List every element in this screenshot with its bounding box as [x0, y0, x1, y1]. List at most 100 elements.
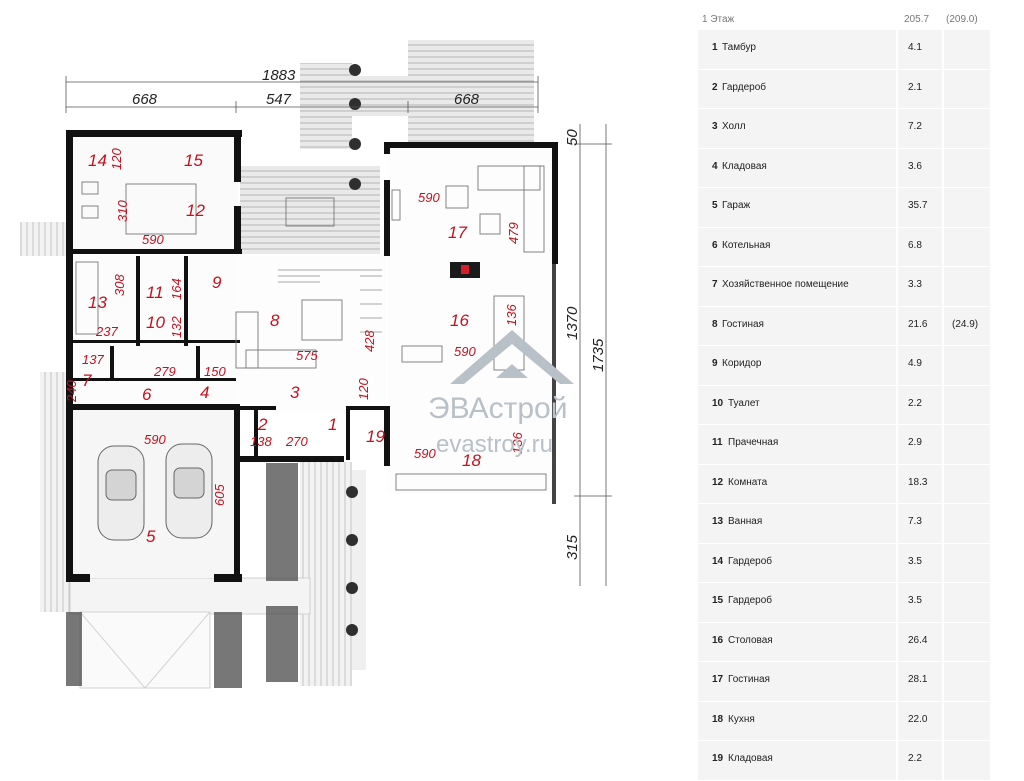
room-area: 3.3 — [908, 279, 922, 290]
room-area: 18.3 — [908, 476, 928, 488]
room-name: Столовая — [728, 634, 773, 646]
room-number: 15 — [712, 595, 724, 606]
name-cell — [698, 425, 896, 464]
dim-offset-bottom: 315 — [564, 534, 581, 560]
room-dim-164: 164 — [169, 278, 184, 300]
room-number: 13 — [712, 516, 724, 527]
alt-area-cell — [944, 622, 990, 661]
furniture — [75, 165, 547, 491]
room-dim-590-bedroom: 590 — [142, 232, 164, 247]
room-number: 16 — [712, 634, 724, 646]
name-cell — [698, 543, 896, 582]
room-label-16: 16 — [450, 311, 469, 330]
room-name: Ванная — [728, 516, 763, 527]
room-name: Котельная — [722, 239, 771, 251]
name-cell — [698, 188, 896, 227]
room-label-10: 10 — [146, 313, 165, 332]
room-name: Холл — [722, 121, 746, 132]
room-label-6: 6 — [142, 385, 152, 404]
room-dim-150: 150 — [204, 364, 226, 379]
room-name: Гардероб — [728, 595, 772, 606]
table-row: 13 Ванная 7.3 — [698, 504, 992, 544]
room-area: 2.9 — [908, 437, 922, 448]
room-name: Коридор — [722, 358, 762, 369]
area-cell — [898, 346, 942, 385]
room-label-19: 19 — [366, 427, 385, 446]
room-dim-308: 308 — [112, 274, 127, 296]
room-area: 3.6 — [908, 160, 922, 172]
name-cell — [698, 464, 896, 503]
room-label-18: 18 — [462, 451, 481, 470]
room-dim-270: 270 — [285, 434, 308, 449]
dim-middle-width: 547 — [266, 91, 292, 108]
area-cell — [898, 30, 942, 69]
alt-area-cell — [944, 741, 990, 780]
room-dim-590-dining: 590 — [454, 344, 476, 359]
name-cell — [698, 109, 896, 148]
room-area: 7.3 — [908, 516, 922, 527]
name-cell — [698, 69, 896, 108]
room-area: 26.4 — [908, 634, 928, 646]
room-number: 5 — [712, 200, 718, 211]
room-area: 2.1 — [908, 81, 922, 93]
room-number: 1 — [712, 42, 718, 53]
floor-total-area: 205.7 — [904, 14, 930, 25]
room-dim-136: 136 — [504, 304, 519, 326]
alt-area-cell — [944, 267, 990, 306]
dim-total-height: 1735 — [590, 338, 607, 372]
room-area: 4.1 — [908, 42, 922, 53]
room-label-12: 12 — [186, 201, 205, 220]
alt-area-cell — [944, 346, 990, 385]
name-cell — [698, 622, 896, 661]
area-cell — [898, 69, 942, 108]
fireplace-flame — [461, 265, 469, 274]
alt-area-cell — [944, 543, 990, 582]
table-row: 1 Тамбур 4.1 — [698, 30, 992, 70]
dim-offset-top: 50 — [564, 129, 581, 146]
walls — [66, 130, 558, 582]
room-alt-area: (24.9) — [952, 318, 979, 330]
area-cell — [898, 109, 942, 148]
room-name: Гардероб — [728, 555, 772, 567]
area-cell — [898, 701, 942, 740]
floor-total-alt-area: (209.0) — [946, 14, 978, 25]
room-name: Кухня — [728, 713, 755, 725]
room-dim-575: 575 — [296, 348, 318, 363]
room-number: 11 — [712, 437, 723, 448]
room-label-5: 5 — [146, 527, 156, 546]
room-label-4: 4 — [200, 383, 209, 402]
room-label-7: 7 — [82, 371, 92, 390]
name-cell — [698, 267, 896, 306]
room-dim-590-living: 590 — [418, 190, 440, 205]
name-cell — [698, 30, 896, 69]
table-row: 16 Столовая 26.4 — [698, 622, 992, 662]
room-number: 18 — [712, 713, 724, 725]
room-dim-605: 605 — [212, 484, 227, 506]
room-label-9: 9 — [212, 273, 222, 292]
floors — [70, 136, 554, 578]
room-area: 21.6 — [908, 318, 928, 330]
area-cell — [898, 306, 942, 345]
room-dim-120-hall: 120 — [356, 378, 371, 400]
room-area: 2.2 — [908, 397, 922, 409]
area-cell — [898, 227, 942, 266]
area-cell — [898, 662, 942, 701]
room-name: Прачечная — [728, 437, 779, 448]
room-name: Тамбур — [722, 42, 756, 53]
room-label-17: 17 — [448, 223, 467, 242]
alt-area-cell — [944, 504, 990, 543]
name-cell — [698, 701, 896, 740]
room-label-11: 11 — [146, 283, 164, 302]
alt-area-cell — [944, 464, 990, 503]
room-number: 10 — [712, 397, 724, 409]
room-name: Гостиная — [728, 674, 770, 685]
area-cell — [898, 583, 942, 622]
